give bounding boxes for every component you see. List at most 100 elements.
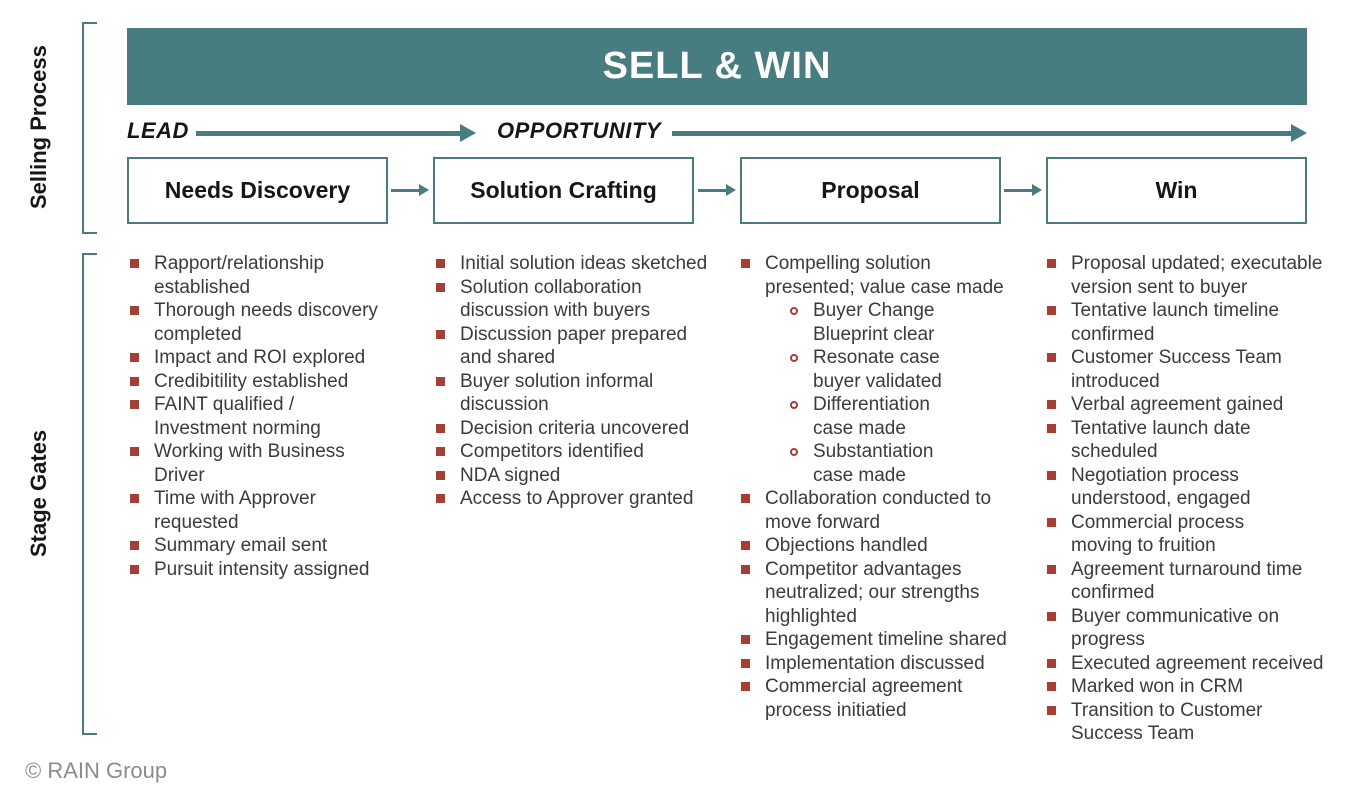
bullet-square-icon [436, 329, 445, 339]
bullet-square-icon [130, 447, 139, 456]
stage-gate-text: Initial solution ideas sketched [460, 253, 708, 274]
bullet-square-icon [130, 400, 139, 409]
stage-box-label: Solution Crafting [470, 177, 657, 203]
stage-gate-text: Rapport/relationship established [154, 253, 325, 298]
stage-gate-text: NDA signed [460, 464, 561, 486]
bullet-square-icon [741, 682, 750, 691]
stage-gate-text: Proposal updated; executable version sen… [1071, 253, 1323, 298]
stage-connector-arrow-2 [698, 184, 736, 196]
stage-gate-item: Solution collaboration discussion with b… [433, 276, 735, 323]
stage-gate-text: Customer Success Team introduced [1071, 347, 1282, 392]
stage-gate-text: Resonate case buyer validated [813, 347, 942, 392]
bullet-square-icon [741, 259, 750, 268]
stage-gate-item: Objections handled [738, 534, 1040, 558]
stage-gate-item: Engagement timeline shared [738, 628, 1040, 652]
bullet-circle-icon [790, 307, 798, 315]
stage-gate-text: Agreement turnaround time confirmed [1071, 558, 1303, 604]
stage-gate-text: Buyer solution informal discussion [460, 370, 654, 416]
bullet-square-icon [1047, 259, 1056, 268]
stage-gate-text: Collaboration conducted to move forward [765, 488, 992, 533]
opportunity-arrow-line [672, 130, 1295, 136]
bullet-square-icon [741, 635, 750, 644]
stage-gate-text: Commercial agreement process initiatied [765, 676, 963, 721]
stage-gate-item: Collaboration conducted to move forward [738, 487, 1040, 534]
stage-box-needs-discovery: Needs Discovery [127, 157, 388, 224]
stage-gate-text: Buyer communicative on progress [1071, 605, 1280, 651]
opportunity-arrowhead-icon [1291, 124, 1307, 142]
stage-gate-item: FAINT qualified / Investment norming [127, 393, 429, 440]
stage-gate-text: Working with Business Driver [154, 441, 345, 486]
stage-gate-subitem: Substantiation case made [738, 440, 1040, 487]
stage-gate-text: Competitors identified [460, 441, 644, 462]
lead-arrowhead-icon [460, 124, 476, 142]
stage-gate-item: Buyer communicative on progress [1044, 605, 1349, 652]
bullet-square-icon [130, 353, 139, 362]
bullet-square-icon [1047, 353, 1056, 362]
stage-gates-proposal: Compelling solution presented; value cas… [738, 252, 1040, 722]
opportunity-label: OPPORTUNITY [497, 118, 662, 143]
stage-connector-arrow-3 [1004, 184, 1042, 196]
bullet-square-icon [1047, 517, 1056, 527]
stage-gate-item: Working with Business Driver [127, 440, 429, 487]
stage-gate-text: Substantiation case made [813, 441, 934, 486]
banner-title: SELL & WIN [602, 45, 832, 87]
stage-gate-item: Rapport/relationship established [127, 252, 429, 299]
stage-gate-text: Buyer Change Blueprint clear [813, 300, 935, 345]
bullet-square-icon [436, 282, 445, 292]
stage-gate-item: Agreement turnaround time confirmed [1044, 558, 1349, 605]
stage-gate-text: Objections handled [765, 535, 928, 556]
bullet-square-icon [1047, 470, 1056, 480]
stage-box-label: Proposal [821, 177, 920, 203]
bullet-square-icon [436, 494, 445, 503]
stage-gate-item: Competitors identified [433, 440, 735, 464]
bullet-square-icon [130, 306, 139, 315]
stage-box-label: Needs Discovery [164, 177, 351, 203]
stage-gates-bracket [82, 253, 97, 735]
bullet-square-icon [436, 470, 445, 480]
bullet-square-icon [436, 447, 445, 456]
stage-gate-text: Pursuit intensity assigned [154, 558, 370, 580]
stage-gate-item: Tentative launch timeline confirmed [1044, 299, 1349, 346]
stage-gate-item: Customer Success Team introduced [1044, 346, 1349, 393]
stage-gate-item: Competitor advantages neutralized; our s… [738, 558, 1040, 629]
stage-gate-text: Thorough needs discovery completed [154, 300, 378, 345]
stage-box-label: Win [1155, 177, 1198, 203]
stage-gate-subitem: Resonate case buyer validated [738, 346, 1040, 393]
stage-gate-text: Compelling solution presented; value cas… [765, 253, 1004, 298]
lead-arrow [196, 124, 476, 142]
selling-process-label: Selling Process [26, 45, 51, 209]
stage-box-win: Win [1046, 157, 1307, 224]
stage-gate-subitem: Buyer Change Blueprint clear [738, 299, 1040, 346]
stage-gate-text: Verbal agreement gained [1071, 394, 1284, 415]
sell-win-banner: SELL & WIN [127, 28, 1307, 105]
stage-gates-win: Proposal updated; executable version sen… [1044, 252, 1349, 746]
stage-gate-text: Summary email sent [154, 535, 328, 556]
bullet-square-icon [1047, 705, 1056, 715]
stage-gates-label: Stage Gates [26, 429, 51, 557]
stage-gate-text: Transition to Customer Success Team [1071, 699, 1263, 745]
connector-arrowhead-icon [1032, 184, 1042, 196]
stage-gate-item: Commercial agreement process initiatied [738, 675, 1040, 722]
stage-gate-item: Compelling solution presented; value cas… [738, 252, 1040, 299]
stage-gate-text: FAINT qualified / Investment norming [154, 394, 321, 439]
stage-gate-item: Commercial process moving to fruition [1044, 511, 1349, 558]
stage-gate-item: Summary email sent [127, 534, 429, 558]
stage-gate-item: Impact and ROI explored [127, 346, 429, 370]
stage-connector-arrow-1 [391, 184, 429, 196]
stage-gate-item: Credibitility established [127, 370, 429, 394]
stage-gate-item: Initial solution ideas sketched [433, 252, 735, 276]
bullet-square-icon [1047, 400, 1056, 409]
stage-gate-text: Tentative launch date scheduled [1071, 417, 1251, 463]
stage-gate-item: Executed agreement received [1044, 652, 1349, 676]
stage-gate-text: Impact and ROI explored [154, 347, 366, 368]
connector-arrowhead-icon [419, 184, 429, 196]
stage-gate-item: Negotiation process understood, engaged [1044, 464, 1349, 511]
bullet-square-icon [741, 541, 750, 550]
bullet-circle-icon [790, 401, 798, 409]
stage-gate-item: Proposal updated; executable version sen… [1044, 252, 1349, 299]
stage-gate-item: NDA signed [433, 464, 735, 488]
copyright-text: © RAIN Group [25, 758, 168, 783]
stage-gate-item: Decision criteria uncovered [433, 417, 735, 441]
bullet-square-icon [436, 259, 445, 268]
